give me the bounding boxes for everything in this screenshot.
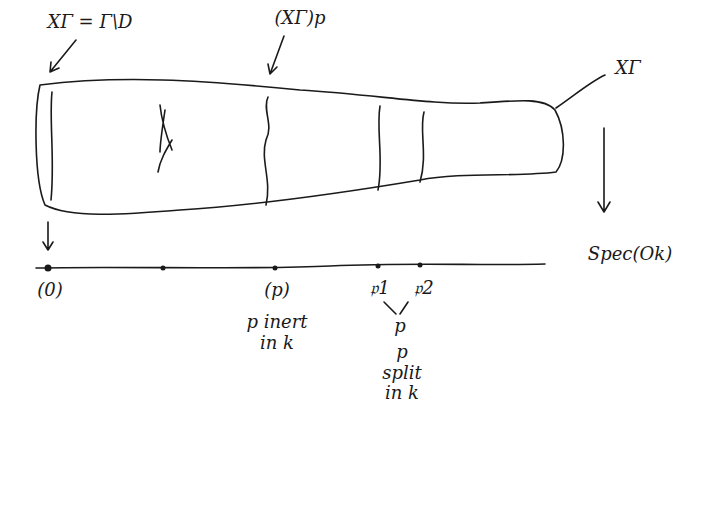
prime-label: p [394, 316, 406, 337]
scheme-outline [36, 80, 563, 215]
base-label: Spec(Ok) [588, 244, 672, 265]
note-label: p split in k [379, 342, 425, 404]
base-point [376, 264, 381, 269]
split-bracket [384, 302, 408, 314]
point-label: (0) [37, 280, 63, 301]
leader-line [556, 75, 605, 108]
leader-line [50, 40, 76, 72]
special-fiber [264, 97, 269, 205]
base-point [161, 266, 166, 271]
leader-label: XΓ = Γ\D [48, 12, 133, 33]
projection-arrow [598, 128, 610, 212]
split-fiber [420, 112, 424, 182]
point-label: (p) [264, 280, 290, 301]
prime-label: 𝔭1 [370, 278, 389, 299]
singular-fiber [158, 105, 172, 172]
projection-arrow [43, 222, 53, 250]
fiber-label: (XΓ)p [275, 8, 326, 29]
prime-label: 𝔭2 [414, 278, 433, 299]
base-point [45, 265, 52, 272]
base-point [273, 266, 278, 271]
generic-fiber [51, 92, 52, 200]
scheme-label: XΓ [615, 58, 640, 79]
split-fiber [378, 106, 380, 190]
base-curve [36, 264, 545, 268]
note-label: p inert in k [241, 312, 313, 353]
base-point [418, 263, 423, 268]
leader-line [268, 36, 284, 74]
